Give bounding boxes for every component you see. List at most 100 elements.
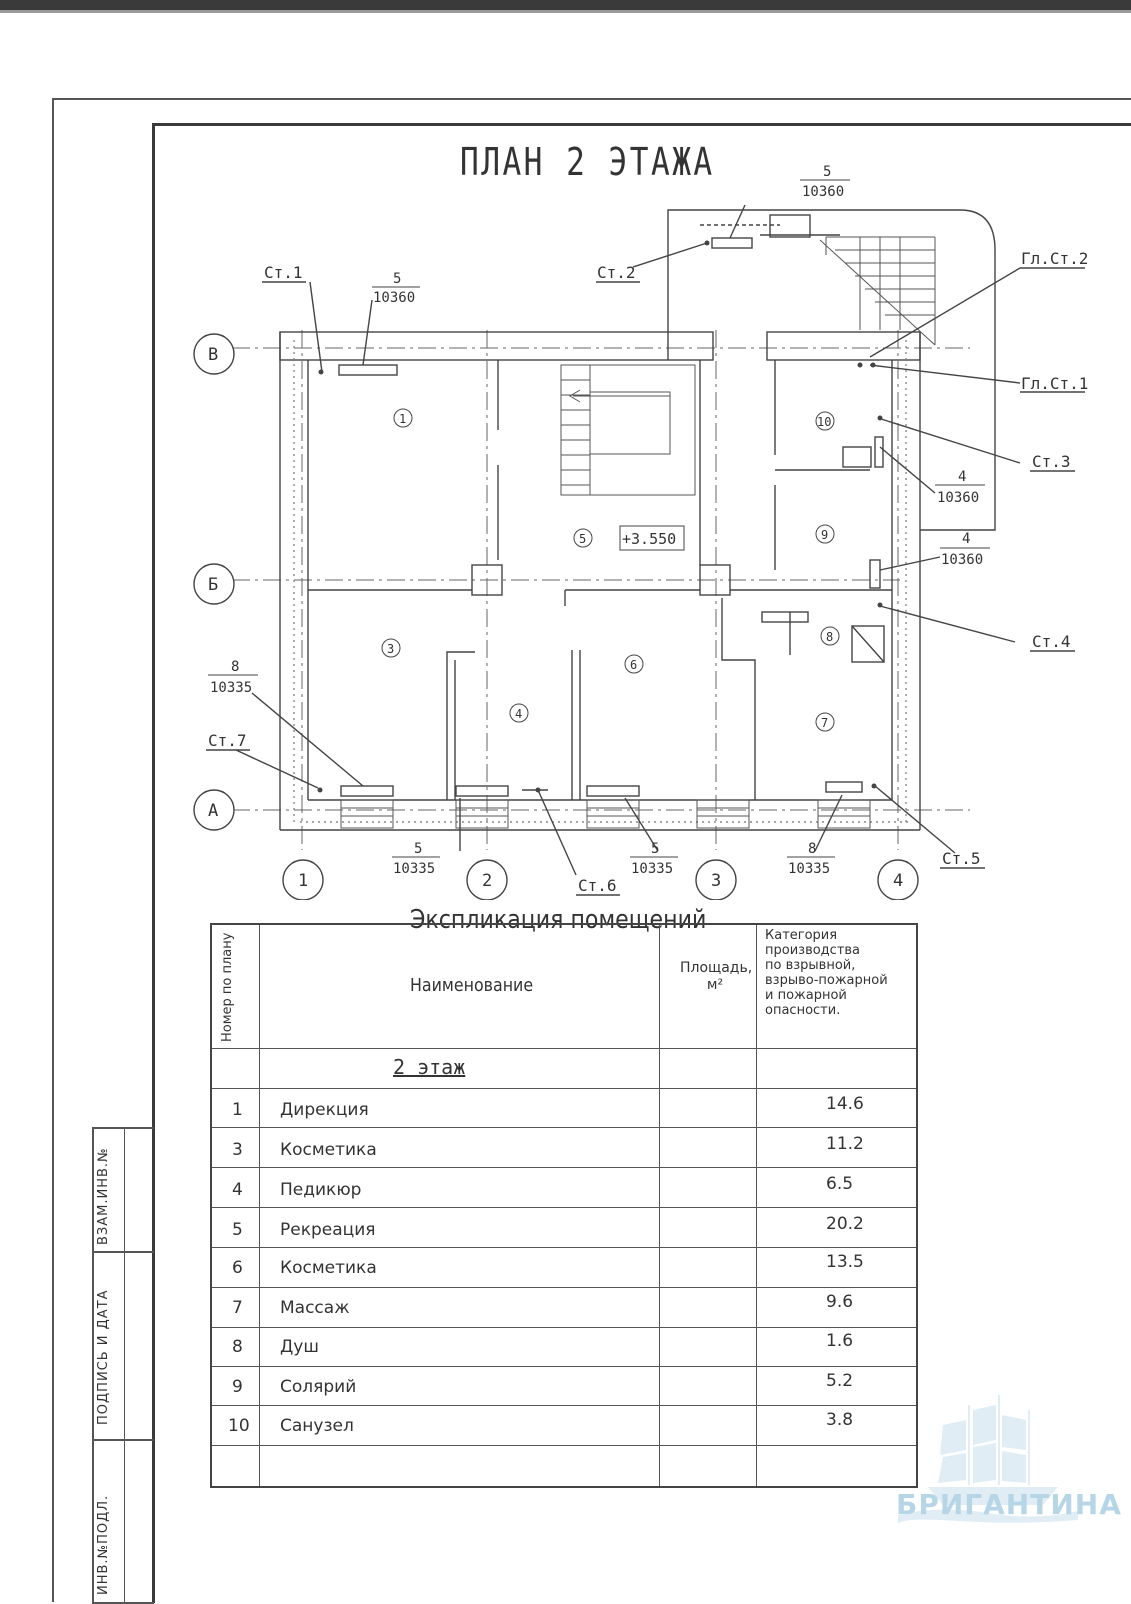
header-area: Площадь, м² [680, 960, 753, 993]
radiator-size: 10335 [788, 861, 830, 877]
radiator-count: 5 [414, 841, 422, 857]
radiator-size: 10335 [631, 861, 673, 877]
row-number: 9 [232, 1377, 243, 1397]
room-number: 3 [387, 642, 394, 656]
row-area: 13.5 [826, 1252, 864, 1272]
room-number: 10 [817, 415, 831, 429]
room-number: 9 [821, 528, 828, 542]
ship-logo-watermark [898, 1395, 1078, 1525]
row-number: 4 [232, 1180, 243, 1200]
row-area: 14.6 [826, 1094, 864, 1114]
riser-label-st2: Ст.2 [597, 263, 636, 282]
scan-top-edge [0, 0, 1131, 10]
explication-table [210, 923, 918, 1488]
table-row-divider [212, 1167, 916, 1168]
riser-label-st6: Ст.6 [578, 876, 617, 895]
room-number: 8 [826, 630, 833, 644]
table-row-divider [212, 1366, 916, 1367]
row-name: Рекреация [280, 1220, 376, 1240]
header-category: Категория производства по взрывной, взры… [765, 928, 888, 1018]
riser-label-st1: Ст.1 [264, 263, 303, 282]
table-column-divider [259, 925, 260, 1486]
row-number: 7 [232, 1298, 243, 1318]
riser-label-st4: Ст.4 [1032, 632, 1071, 651]
radiator-size: 10360 [941, 552, 983, 568]
row-area: 3.8 [826, 1410, 854, 1430]
room-number: 4 [515, 707, 522, 721]
floor-plan-drawing: В Б А 1 2 3 4 1 5 10 9 3 6 8 4 7 +3.550 … [193, 164, 1088, 900]
row-number: 6 [232, 1258, 243, 1278]
table-row-divider [212, 1247, 916, 1248]
radiator-count: 4 [962, 531, 970, 547]
header-name: Наименование [410, 975, 534, 996]
riser-label-st5: Ст.5 [942, 849, 981, 868]
radiator-count: 5 [393, 271, 401, 287]
row-number: 8 [232, 1337, 243, 1357]
axis-row-b: Б [208, 575, 218, 595]
row-area: 11.2 [826, 1134, 864, 1154]
axis-col-2: 2 [482, 871, 492, 891]
radiator-count: 5 [823, 164, 831, 180]
table-row-divider [212, 1327, 916, 1328]
table-row-divider [212, 1287, 916, 1288]
radiator-size: 10335 [393, 861, 435, 877]
radiator-size: 10360 [373, 290, 415, 306]
radiator-count: 4 [958, 469, 966, 485]
stamp-vzam-inv: ВЗАМ.ИНВ.№ [96, 1147, 111, 1245]
row-area: 1.6 [826, 1331, 854, 1351]
row-area: 9.6 [826, 1292, 854, 1312]
row-area: 6.5 [826, 1174, 854, 1194]
row-name: Массаж [280, 1298, 350, 1318]
room-number: 1 [399, 412, 406, 426]
table-row-divider [212, 1405, 916, 1406]
sheet-outer-frame [52, 98, 1131, 1602]
table-row-divider [212, 1088, 916, 1089]
room-number: 5 [579, 532, 586, 546]
plan-title: ПЛАН 2 ЭТАЖА [460, 140, 715, 184]
watermark-text: БРИГАНТИНА [896, 1488, 1122, 1521]
axis-col-3: 3 [711, 871, 721, 891]
table-row-divider [212, 1207, 916, 1208]
axis-row-a: А [208, 801, 218, 821]
riser-label-st3: Ст.3 [1032, 452, 1071, 471]
row-name: Педикюр [280, 1180, 362, 1200]
riser-label-glst1: Гл.Ст.1 [1021, 374, 1088, 393]
row-name: Дирекция [280, 1100, 369, 1120]
stamp-signature-date: ПОДПИСЬ И ДАТА [96, 1289, 111, 1425]
axis-col-4: 4 [893, 871, 903, 891]
row-number: 10 [228, 1416, 250, 1436]
row-name: Солярий [280, 1377, 357, 1397]
axis-row-v: В [208, 345, 218, 365]
row-number: 1 [232, 1100, 243, 1120]
elevation-mark: +3.550 [622, 530, 676, 548]
table-row-divider [212, 1048, 916, 1049]
room-number: 7 [821, 716, 828, 730]
explication-title: Экспликация помещений [410, 905, 707, 935]
row-name: Душ [280, 1337, 319, 1357]
row-name: Косметика [280, 1140, 377, 1160]
row-number: 3 [232, 1140, 243, 1160]
radiator-size: 10360 [937, 490, 979, 506]
header-number: Номер по плану [220, 932, 235, 1042]
scan-top-edge-shadow [0, 10, 1131, 13]
radiator-size: 10335 [210, 680, 252, 696]
axis-col-1: 1 [298, 871, 308, 891]
table-column-divider [659, 925, 660, 1486]
riser-label-st7: Ст.7 [208, 731, 247, 750]
riser-label-glst2: Гл.Ст.2 [1021, 249, 1088, 268]
stamp-inv-podl: ИНВ.№ПОДЛ. [96, 1494, 111, 1595]
radiator-count: 8 [231, 659, 239, 675]
table-column-divider [756, 925, 757, 1486]
radiator-size: 10360 [802, 184, 844, 200]
table-row-divider [212, 1127, 916, 1128]
row-number: 5 [232, 1220, 243, 1240]
floor-label: 2 этаж [393, 1055, 466, 1079]
sheet-inner-frame [152, 123, 1131, 1603]
row-name: Санузел [280, 1416, 354, 1436]
radiator-count: 5 [651, 841, 659, 857]
table-row-divider [212, 1445, 916, 1446]
room-number: 6 [630, 658, 637, 672]
row-name: Косметика [280, 1258, 377, 1278]
radiator-count: 8 [808, 841, 816, 857]
row-area: 5.2 [826, 1371, 854, 1391]
